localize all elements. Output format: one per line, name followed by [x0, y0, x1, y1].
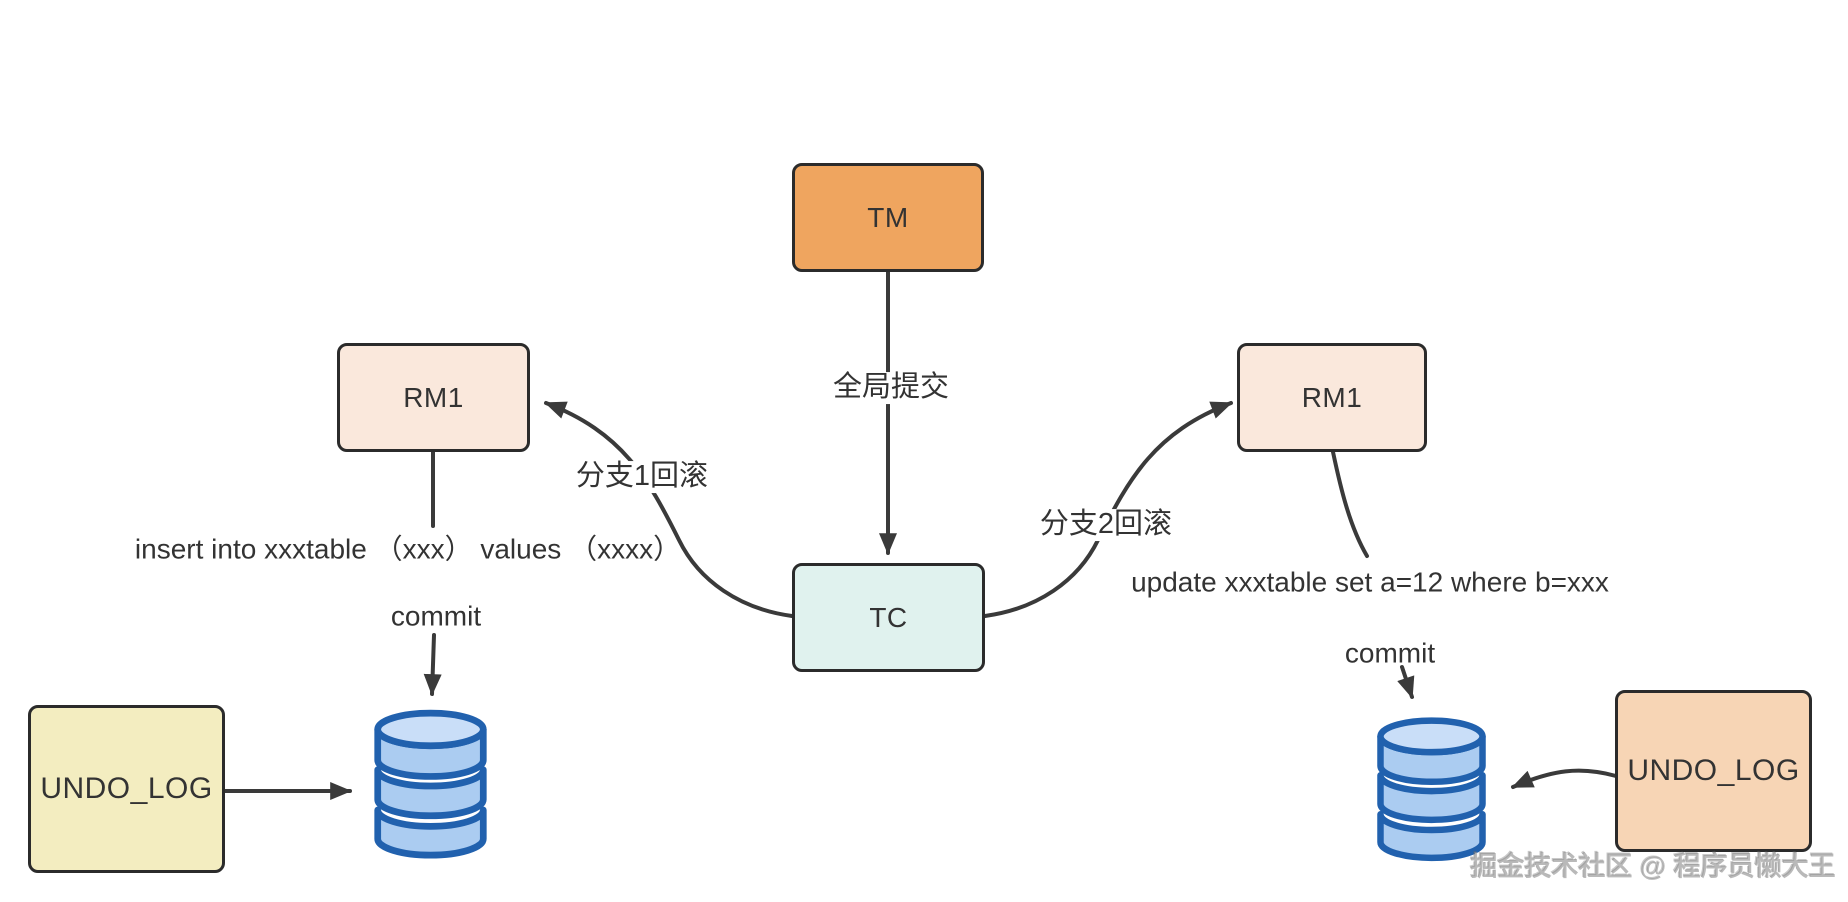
sql-update-text: update xxxtable set a=12 where b=xxx	[1131, 566, 1609, 598]
rm1-right-node: RM1	[1237, 343, 1427, 452]
edge-tc-to-rm1-left-arrow	[544, 401, 794, 618]
undolog-left-node-label: UNDO_LOG	[40, 772, 213, 805]
commit-right-text: commit	[1344, 637, 1436, 669]
watermark-text: 掘金技术社区 @ 程序员懒大王	[1470, 851, 1836, 882]
db-right-top-ellipse	[1377, 717, 1486, 756]
tm-node: TM	[792, 163, 984, 272]
rm1-left-node: RM1	[337, 343, 530, 452]
label-branch2-rollback: 分支2回滚	[1034, 508, 1178, 541]
tc-node-label: TC	[869, 601, 908, 633]
arrow-undolog-right-to-db	[1511, 768, 1618, 789]
arrow-commit-left-to-db	[423, 633, 442, 696]
sql-insert-text: insert into xxxtable （xxx） values （xxxx）	[134, 533, 682, 565]
label-global-commit: 全局提交	[827, 371, 955, 404]
undolog-right-node-label: UNDO_LOG	[1627, 754, 1800, 787]
tc-node: TC	[792, 563, 985, 672]
undolog-right-node: UNDO_LOG	[1615, 690, 1812, 852]
db-right-disc-bottom	[1377, 811, 1486, 862]
db-left-disc-bottom	[374, 806, 487, 859]
label-branch1-rollback: 分支1回滚	[570, 460, 714, 493]
db-right-disc-middle	[1377, 772, 1486, 824]
database-icon-left	[374, 709, 487, 859]
rm1-left-node-label: RM1	[403, 381, 464, 413]
commit-left-text: commit	[390, 600, 482, 632]
db-left-disc-middle	[374, 766, 487, 820]
database-icon-right	[1377, 717, 1486, 862]
db-left-top-ellipse	[374, 709, 487, 750]
tm-node-label: TM	[867, 201, 909, 233]
rm1-right-node-label: RM1	[1301, 381, 1363, 413]
undolog-left-node: UNDO_LOG	[28, 705, 225, 873]
arrow-commit-right-to-db	[1397, 665, 1415, 699]
line-rm1-right-to-sql	[1331, 450, 1369, 558]
